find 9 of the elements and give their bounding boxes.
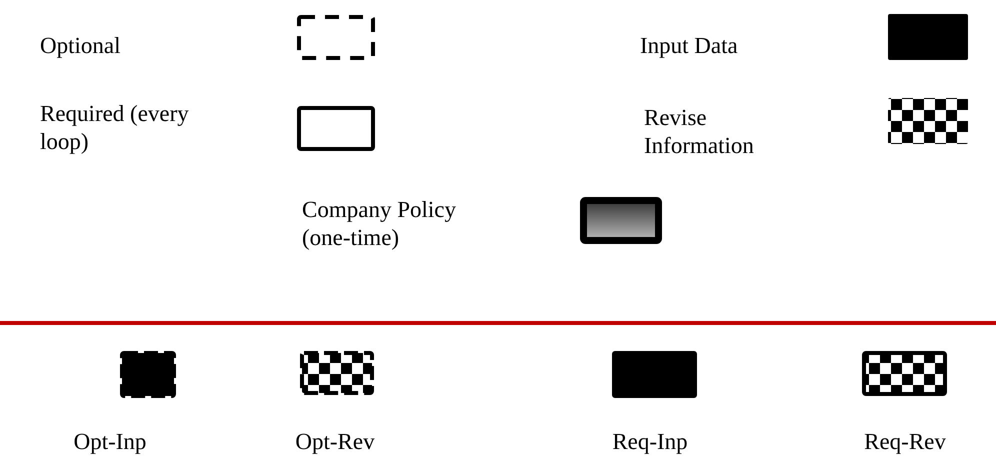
legend-label: Req-Rev: [863, 428, 947, 456]
legend-label: Required (every loop): [40, 100, 190, 156]
legend-label: Opt-Rev: [294, 428, 376, 456]
legend-label: Opt-Inp: [72, 428, 148, 456]
legend-label: Optional: [40, 32, 122, 60]
legend-label: Company Policy (one-time): [302, 196, 457, 252]
legend-label: Req-Inp: [611, 428, 689, 456]
legend-label: Revise Information: [644, 104, 755, 160]
legend-label: Input Data: [640, 32, 739, 60]
